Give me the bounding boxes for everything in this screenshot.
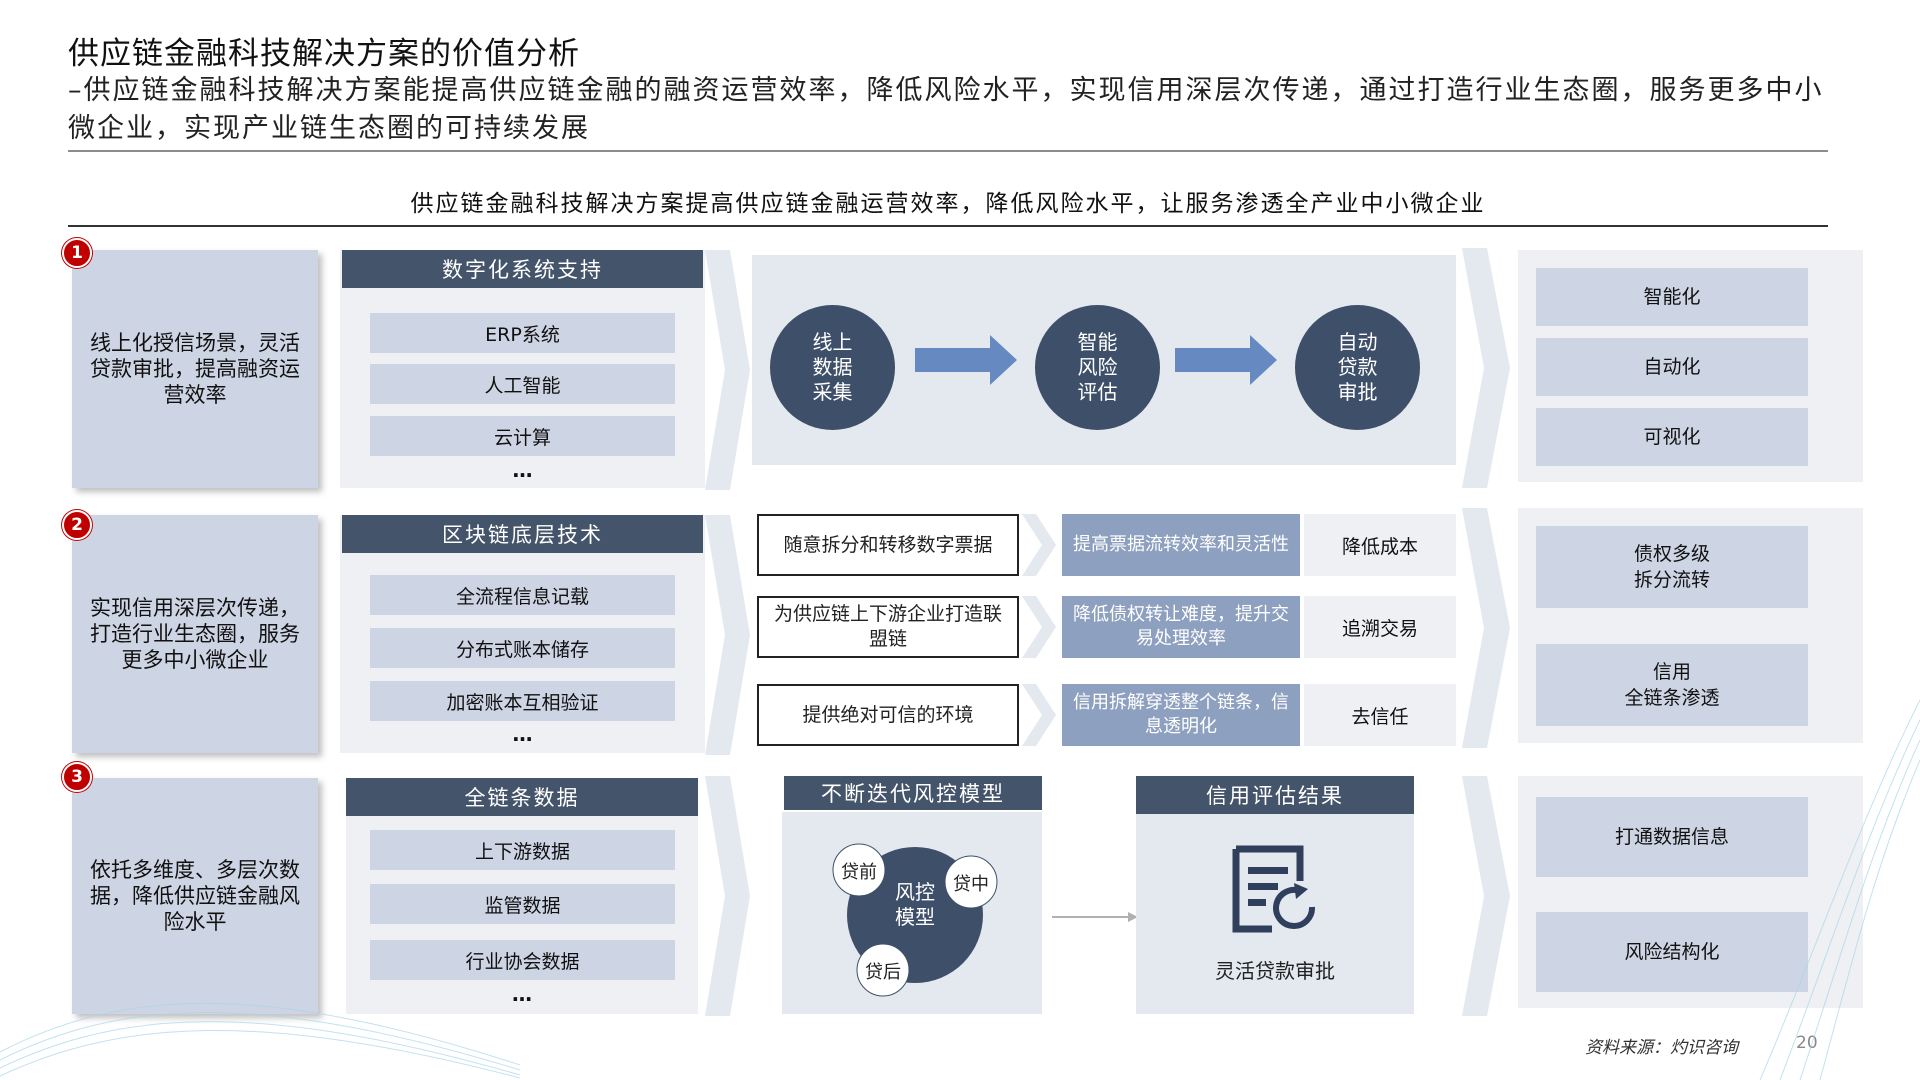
row2-description: 实现信用深层次传递，打造行业生态圈，服务更多中小微企业 <box>72 515 318 753</box>
row1-item: 人工智能 <box>370 364 675 404</box>
row1-chevron-icon <box>705 250 750 490</box>
row3-description-text: 依托多维度、多层次数据，降低供应链金融风险水平 <box>90 858 300 934</box>
decorative-wave-right <box>1759 700 1920 1080</box>
row2-item: 分布式账本储存 <box>370 628 675 668</box>
row1-item: 云计算 <box>370 416 675 456</box>
row2-item: 加密账本互相验证 <box>370 681 675 721</box>
flow-step-auto-approval: 自动 贷款 审批 <box>1295 305 1420 430</box>
row3-item: 行业协会数据 <box>370 940 675 980</box>
flow-step-risk-assessment: 智能 风险 评估 <box>1035 305 1160 430</box>
decorative-wave-left <box>0 1002 520 1079</box>
right-item-label: 打通数据信息 <box>1614 826 1729 848</box>
small-chevron-icon <box>1022 596 1056 658</box>
right-item: 自动化 <box>1536 338 1808 396</box>
row2-tech-header: 区块链底层技术 <box>342 515 703 553</box>
document-refresh-icon <box>1232 845 1316 933</box>
row1-description-text: 线上化授信场景，灵活贷款审批，提高融资运营效率 <box>90 331 300 407</box>
risk-model-cycle-icon <box>832 843 998 997</box>
row1-more: … <box>512 458 533 482</box>
row3-item: 上下游数据 <box>370 830 675 870</box>
row3-number: 3 <box>71 767 83 787</box>
title-divider <box>68 150 1828 152</box>
right-item: 信用 全链条渗透 <box>1536 644 1808 726</box>
blockchain-benefit: 提高票据流转效率和灵活性 <box>1062 514 1300 576</box>
risk-stage-post: 贷后 <box>865 962 901 983</box>
right-item-label: 债权多级 拆分流转 <box>1633 543 1710 591</box>
right-item: 打通数据信息 <box>1536 797 1808 877</box>
right-item-label: 风险结构化 <box>1624 941 1720 963</box>
arrow-right-icon <box>915 335 1017 385</box>
flow-step-data-collection: 线上 数据 采集 <box>770 305 895 430</box>
flow-step-label: 智能 风险 评估 <box>1077 330 1118 404</box>
flow-step-label: 自动 贷款 审批 <box>1337 330 1378 404</box>
row1-description: 线上化授信场景，灵活贷款审批，提高融资运营效率 <box>72 250 318 488</box>
row1-number: 1 <box>71 243 83 263</box>
small-chevron-icon <box>1022 514 1056 576</box>
credit-result-label: 灵活贷款审批 <box>1215 959 1335 983</box>
page-number: 20 <box>1796 1033 1818 1053</box>
thin-arrow-icon <box>1052 912 1138 922</box>
row2-number: 2 <box>71 515 83 535</box>
row1-item: ERP系统 <box>370 313 675 353</box>
blockchain-action: 随意拆分和转移数字票据 <box>757 514 1019 576</box>
banner-divider <box>68 225 1828 227</box>
banner-text: 供应链金融科技解决方案提高供应链金融运营效率，降低风险水平，让服务渗透全产业中小… <box>410 191 1486 217</box>
row1-number-badge: 1 <box>62 238 92 268</box>
row2-description-text: 实现信用深层次传递，打造行业生态圈，服务更多中小微企业 <box>90 596 300 672</box>
row3-item: 监管数据 <box>370 884 675 924</box>
row2-more: … <box>512 722 533 746</box>
blockchain-benefit: 信用拆解穿透整个链条，信息透明化 <box>1062 684 1300 746</box>
right-chevron-icon <box>1462 776 1510 1016</box>
right-chevron-icon <box>1462 508 1510 748</box>
page-subtitle: –供应链金融科技解决方案能提高供应链金融的融资运营效率，降低风险水平，实现信用深… <box>68 75 1824 144</box>
row2-item: 全流程信息记载 <box>370 575 675 615</box>
source-note: 资料来源：灼识咨询 <box>1585 1038 1738 1058</box>
small-chevron-icon <box>1022 684 1056 746</box>
right-item-label: 信用 全链条渗透 <box>1624 661 1720 709</box>
blockchain-benefit: 降低债权转让难度，提升交易处理效率 <box>1062 596 1300 658</box>
right-item-label: 自动化 <box>1643 356 1701 378</box>
blockchain-action: 为供应链上下游企业打造联盟链 <box>757 596 1019 658</box>
right-item: 风险结构化 <box>1536 912 1808 992</box>
row2-chevron-icon <box>705 515 750 755</box>
blockchain-action: 提供绝对可信的环境 <box>757 684 1019 746</box>
flow-step-label: 线上 数据 采集 <box>812 330 853 404</box>
row3-chevron-icon <box>705 776 750 1016</box>
row3-description: 依托多维度、多层次数据，降低供应链金融风险水平 <box>72 778 318 1014</box>
page-title: 供应链金融科技解决方案的价值分析 <box>68 36 580 72</box>
arrow-right-icon <box>1175 335 1277 385</box>
right-item-label: 智能化 <box>1643 286 1701 308</box>
risk-model-center: 风控 模型 <box>895 880 935 929</box>
row3-number-badge: 3 <box>62 762 92 792</box>
risk-model-header: 不断迭代风控模型 <box>784 776 1042 810</box>
right-item-label: 可视化 <box>1643 426 1701 448</box>
right-chevron-icon <box>1462 248 1510 488</box>
right-item: 债权多级 拆分流转 <box>1536 526 1808 608</box>
right-item: 可视化 <box>1536 408 1808 466</box>
right-item: 智能化 <box>1536 268 1808 326</box>
risk-stage-during: 贷中 <box>953 874 989 895</box>
credit-result-header: 信用评估结果 <box>1136 776 1414 814</box>
row3-more: … <box>512 982 532 1006</box>
row3-tech-header: 全链条数据 <box>346 778 698 816</box>
blockchain-result: 去信任 <box>1304 684 1456 746</box>
risk-stage-pre: 贷前 <box>841 862 877 883</box>
blockchain-result: 降低成本 <box>1304 514 1456 576</box>
row2-number-badge: 2 <box>62 510 92 540</box>
blockchain-result: 追溯交易 <box>1304 596 1456 658</box>
row1-tech-header: 数字化系统支持 <box>342 250 703 288</box>
